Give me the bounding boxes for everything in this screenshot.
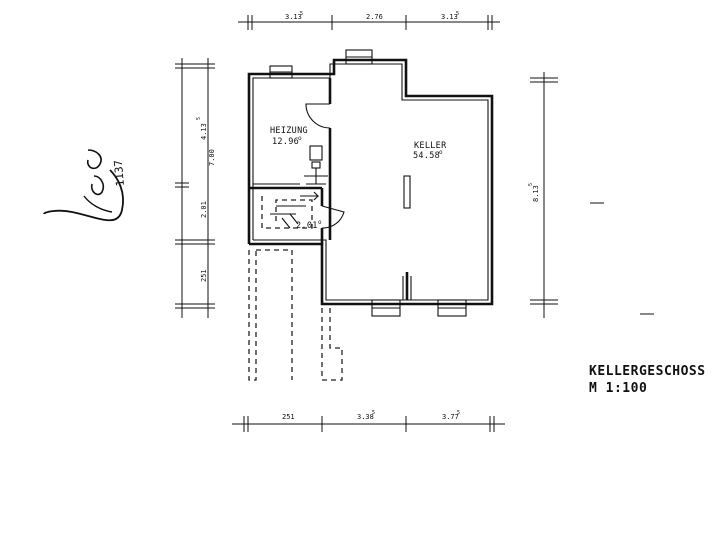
dim-bottom-2-sup: 5 [372, 410, 375, 416]
dim-bottom-2: 3.38 [357, 413, 374, 421]
door-heizung [305, 103, 331, 129]
room-heizung-name: HEIZUNG [270, 126, 308, 136]
staircase [261, 191, 320, 229]
stair-arrow [300, 191, 320, 201]
handwritten-signature: 1137 [43, 149, 127, 222]
dim-left-3: 251 [200, 269, 208, 282]
dim-bottom-1: 251 [282, 413, 295, 421]
room-heizung-area-sup: o [298, 135, 302, 142]
plan-title: KELLERGESCHOSS [589, 364, 706, 379]
dim-bottom-3-sup: 5 [457, 410, 460, 416]
dim-top-1: 3.13 [285, 13, 302, 21]
room-keller-area: 54.58 [413, 151, 440, 161]
dim-left-2: 2.01 [200, 201, 208, 218]
plan-scale: M 1:100 [589, 381, 648, 396]
bottom-dimension-line: 251 3.38 5 3.77 5 [232, 410, 505, 432]
boiler [304, 145, 328, 184]
walls [247, 58, 494, 306]
dim-top-1-sup: 5 [300, 11, 303, 17]
room-labels: HEIZUNG 12.96 o KELLER 54.58 o 2.01 o [270, 126, 447, 231]
dim-left-1-sup: 5 [196, 117, 202, 120]
top-dimension-line: 3.13 5 2.76 3.13 5 [238, 11, 500, 30]
dim-top-3-sup: 5 [456, 11, 459, 17]
door-stair [321, 205, 345, 229]
room-stair-area: 2.01 [296, 221, 318, 231]
dim-left-inner: 7.00 [208, 149, 216, 166]
right-dimension-line: 8.13 5 [528, 72, 654, 318]
room-keller-area-sup: o [439, 149, 443, 156]
dim-bottom-3: 3.77 [442, 413, 459, 421]
doors [305, 103, 345, 229]
room-heizung-area: 12.96 [272, 137, 299, 147]
room-stair-area-sup: o [318, 219, 322, 226]
exterior-stair [248, 249, 343, 381]
windows [269, 49, 467, 317]
dim-top-2: 2.76 [366, 13, 383, 21]
dim-right: 8.13 [532, 185, 540, 202]
dim-left-1: 4.13 [200, 123, 208, 140]
room-keller-name: KELLER [414, 141, 447, 151]
left-dimension-lines: 4.13 5 2.01 251 7.00 [175, 58, 216, 318]
column [403, 175, 411, 209]
dim-top-3: 3.13 [441, 13, 458, 21]
dim-right-sup: 5 [528, 183, 534, 186]
plan-title-block: KELLERGESCHOSS M 1:100 [589, 363, 706, 397]
handwritten-note: 1137 [112, 159, 127, 187]
